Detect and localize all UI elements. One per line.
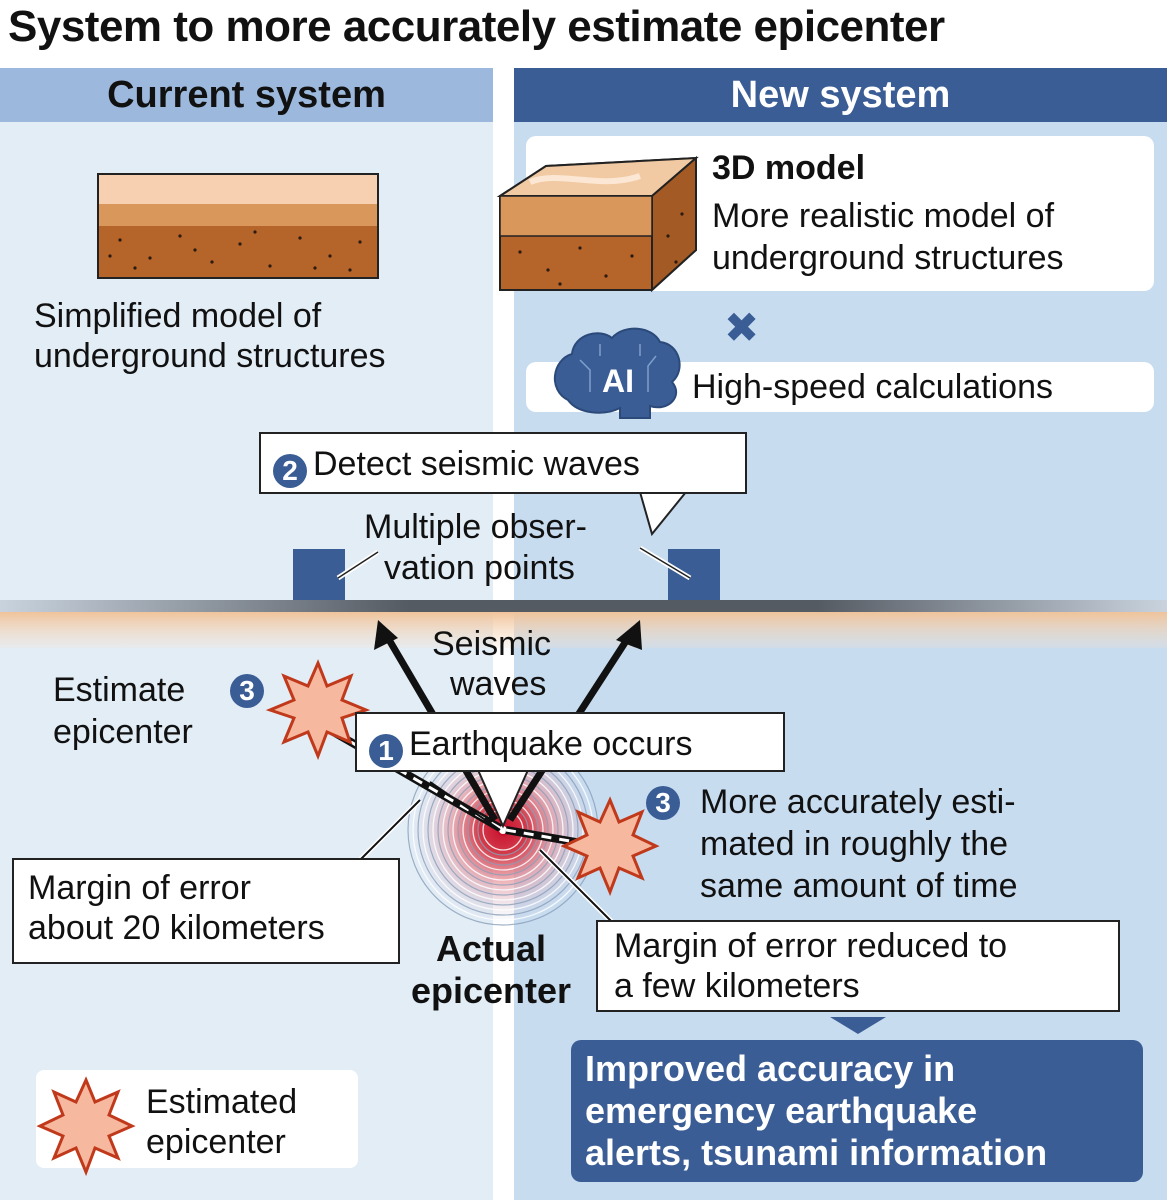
estimate-epicenter-label-1: Estimate [53, 671, 186, 709]
margin-error-new-2: a few kilometers [614, 967, 860, 1005]
3d-model-title: 3D model [712, 149, 866, 187]
legend-label-2: epicenter [146, 1123, 286, 1161]
margin-error-new-1: Margin of error reduced to [614, 927, 1008, 965]
soil-band [0, 612, 1167, 648]
ground-surface-line [0, 600, 1167, 612]
observation-points-label-2: vation points [384, 549, 575, 587]
actual-epicenter-label-1: Actual [435, 928, 547, 969]
accurate-estimate-label-2: mated in roughly the [700, 825, 1009, 863]
multiply-icon: ✖ [724, 304, 760, 351]
step-number-1: 1 [369, 733, 403, 768]
result-box: Improved accuracy in emergency earthquak… [571, 1040, 1143, 1182]
actual-epicenter-label-2: epicenter [410, 970, 572, 1011]
ai-brain-icon: AI [553, 327, 681, 419]
step-number-3-current: 3 [230, 674, 264, 708]
estimate-epicenter-label-2: epicenter [53, 713, 193, 751]
new-system-header: New system [514, 68, 1167, 122]
margin-error-current-1: Margin of error [28, 869, 251, 907]
observation-points-label-1: Multiple obser- [364, 508, 587, 546]
3d-model-desc-1: More realistic model of [712, 197, 1055, 235]
observation-point-right [668, 549, 720, 600]
simplified-model-label-1: Simplified model of [34, 297, 322, 335]
seismic-waves-label-1: Seismic [432, 625, 552, 663]
step-number-3-new: 3 [646, 786, 680, 820]
accurate-estimate-label-3: same amount of time [700, 867, 1018, 905]
margin-error-current-2: about 20 kilometers [28, 909, 325, 947]
legend-star-icon [36, 1076, 136, 1168]
observation-point-left [293, 549, 345, 600]
margin-error-new-box: Margin of error reduced to a few kilomet… [596, 920, 1120, 1012]
high-speed-calc-label: High-speed calculations [692, 368, 1053, 406]
accurate-estimate-label-1: More accurately esti- [700, 783, 1016, 821]
result-line-2: emergency earthquake [585, 1090, 978, 1131]
simplified-model-block [97, 173, 379, 279]
earthquake-occurs-label: Earthquake occurs [409, 725, 693, 763]
estimated-epicenter-star-current [265, 659, 371, 761]
margin-error-current-box: Margin of error about 20 kilometers [12, 858, 400, 964]
actual-epicenter-label: Actual epicenter [398, 928, 584, 1012]
calc-box [526, 362, 1154, 412]
current-system-header: Current system [0, 68, 493, 122]
result-line-3: alerts, tsunami information [585, 1132, 1048, 1173]
result-line-1: Improved accuracy in [585, 1048, 956, 1089]
ai-label: AI [602, 363, 634, 399]
3d-model-block [496, 155, 699, 293]
page-title: System to more accurately estimate epice… [8, 2, 945, 51]
simplified-model-label-2: underground structures [34, 337, 386, 375]
step-number-2: 2 [273, 453, 307, 488]
estimated-epicenter-star-new [560, 796, 660, 897]
detect-waves-label: Detect seismic waves [313, 445, 640, 483]
seismic-waves-label-2: waves [450, 665, 547, 703]
legend-label-1: Estimated [146, 1083, 298, 1121]
3d-model-desc-2: underground structures [712, 239, 1064, 277]
